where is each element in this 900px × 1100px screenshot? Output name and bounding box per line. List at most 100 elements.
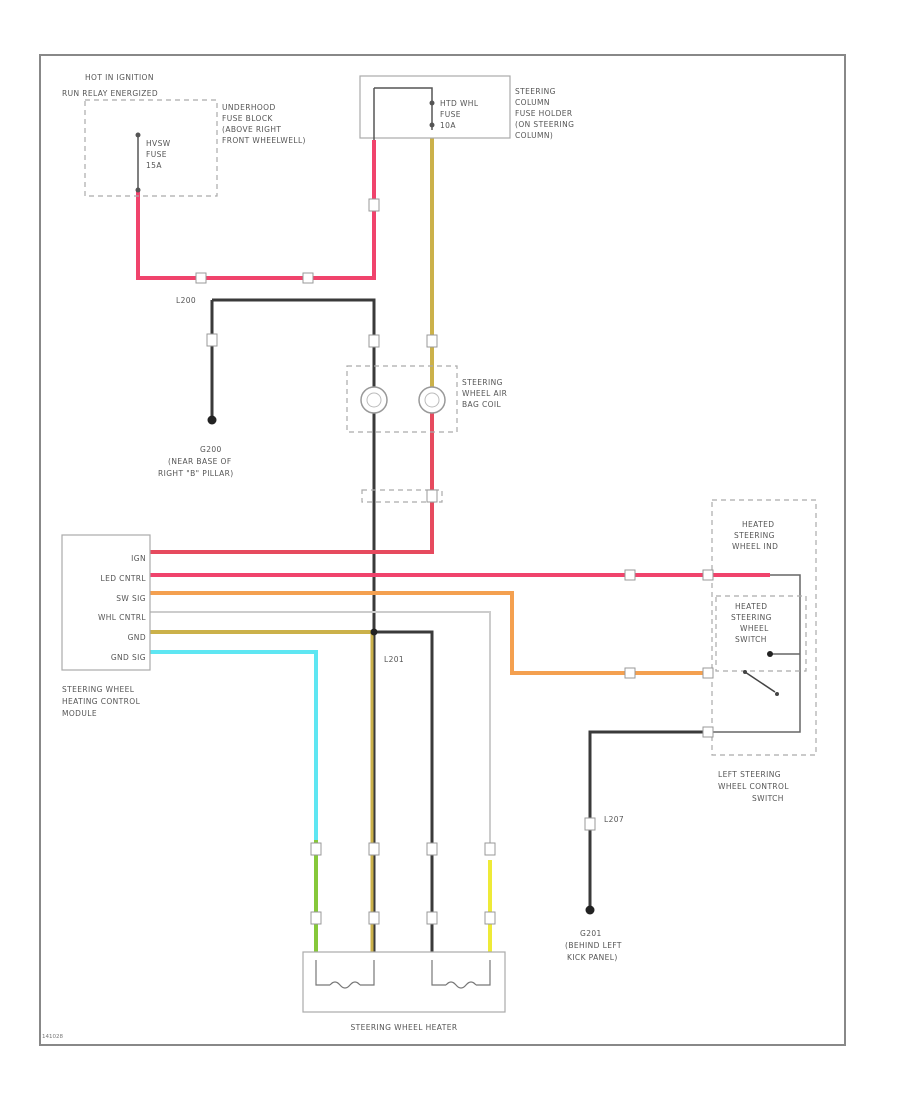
splice-l201-label: L201 [384, 655, 404, 664]
hvsw-fuse-label-1: HVSW [146, 139, 171, 148]
left-switch-label-3: SWITCH [752, 794, 784, 803]
air-bag-coil-label-3: BAG COIL [462, 400, 501, 409]
connector-marker [426, 489, 438, 503]
hvsw-fuse-top-terminal [135, 132, 141, 138]
left-switch-label-1: LEFT STEERING [718, 770, 781, 779]
connector-marker [624, 569, 636, 581]
fuse-holder-bus-line [374, 87, 433, 95]
led-label-1: HEATED [742, 520, 774, 529]
steering-column-label-2: COLUMN [515, 98, 550, 107]
heater-element-left-lead [315, 960, 330, 986]
diagram-id-label: 141028 [42, 1034, 63, 1040]
connector-marker [310, 911, 322, 925]
underhood-fuse-block-box [84, 99, 218, 197]
connector-marker [624, 667, 636, 679]
connector-marker [368, 334, 380, 348]
ground-g201-icon [585, 905, 595, 915]
connector-marker [484, 842, 496, 856]
connector-marker [368, 911, 380, 925]
connector-marker [702, 569, 714, 581]
heater-element-right-icon [445, 981, 477, 989]
g200-label-1: G200 [200, 445, 222, 454]
connector-marker [702, 726, 714, 738]
module-name-3: MODULE [62, 709, 97, 718]
connector-marker [368, 198, 380, 212]
left-switch-label-2: WHEEL CONTROL [718, 782, 789, 791]
heater-element-left-return [360, 960, 375, 986]
diagram-frame [39, 54, 846, 1046]
switch-label-4: SWITCH [735, 635, 767, 644]
wire-black-g201 [588, 730, 708, 910]
switch-pivot-icon [743, 670, 747, 674]
module-pin-whl-cntrl: WHL CNTRL [98, 613, 146, 622]
steering-column-label-5: COLUMN) [515, 131, 553, 140]
connector-marker [195, 272, 207, 284]
coil-left-icon [360, 386, 388, 414]
connector-marker [310, 842, 322, 856]
wire-ltblue-gndsig [150, 650, 318, 840]
module-pin-ign: IGN [131, 554, 146, 563]
relay-energized-label: RUN RELAY ENERGIZED [62, 89, 158, 98]
module-pin-led-cntrl: LED CNTRL [101, 574, 147, 583]
switch-label-3: WHEEL [740, 624, 769, 633]
connector-marker [484, 911, 496, 925]
wire-black-right [374, 630, 434, 960]
connector-marker [426, 911, 438, 925]
steering-column-label-1: STEERING [515, 87, 556, 96]
led-label-2: STEERING [734, 531, 775, 540]
steering-wheel-heater-label: STEERING WHEEL HEATER [350, 1023, 457, 1032]
splice-l200-label: L200 [176, 296, 196, 305]
htd-whl-fuse-top-terminal [429, 100, 435, 106]
heater-element-left-icon [329, 981, 361, 989]
g201-label-1: G201 [580, 929, 602, 938]
heater-element-right-lead [431, 960, 446, 986]
connector-marker [368, 842, 380, 856]
hvsw-fuse-label-2: FUSE [146, 150, 167, 159]
coil-right-inner-icon [424, 392, 440, 408]
heated-switch-inner-box [715, 595, 807, 672]
splice-l201-dot [370, 628, 378, 636]
connector-marker [206, 333, 218, 347]
air-bag-coil-label-2: WHEEL AIR [462, 389, 507, 398]
coil-left-inner-icon [366, 392, 382, 408]
wire-black-top [212, 298, 376, 395]
switch-splice-dot [767, 651, 773, 657]
switch-label-2: STEERING [731, 613, 772, 622]
module-pin-sw-sig: SW SIG [116, 594, 146, 603]
hot-in-ignition-label: HOT IN IGNITION [85, 73, 154, 82]
led-label-3: WHEEL IND [732, 542, 778, 551]
connector-marker [426, 842, 438, 856]
switch-label-1: HEATED [735, 602, 767, 611]
switch-contact-icon [744, 671, 776, 693]
htd-whl-fuse-label-1: HTD WHL [440, 99, 479, 108]
steering-column-label-4: (ON STEERING [515, 120, 574, 129]
htd-whl-fuse-bottom-terminal [429, 122, 435, 128]
g201-label-2: (BEHIND LEFT [565, 941, 622, 950]
ground-g200-icon [207, 415, 217, 425]
underhood-fuse-block-label-4: FRONT WHEELWELL) [222, 136, 306, 145]
splice-l207-label: L207 [604, 815, 624, 824]
module-name-2: HEATING CONTROL [62, 697, 141, 706]
coil-right-icon [418, 386, 446, 414]
air-bag-coil-label-1: STEERING [462, 378, 503, 387]
connector-marker [302, 272, 314, 284]
g200-label-3: RIGHT "B" PILLAR) [158, 469, 234, 478]
heater-element-right-return [476, 960, 491, 986]
wire-hvsw-pink [136, 140, 376, 280]
connector-dash-box [361, 489, 443, 503]
module-pin-gnd: GND [128, 633, 146, 642]
connector-marker [702, 667, 714, 679]
underhood-fuse-block-label-3: (ABOVE RIGHT [222, 125, 281, 134]
steering-column-fuse-holder-box [359, 75, 511, 139]
g201-label-3: KICK PANEL) [567, 953, 618, 962]
module-pin-gnd-sig: GND SIG [111, 653, 146, 662]
wire-orange-swsig [150, 591, 708, 675]
module-name-1: STEERING WHEEL [62, 685, 135, 694]
hvsw-fuse-bottom-terminal [135, 187, 141, 193]
connector-marker [584, 817, 596, 831]
wire-white-whlcntrl [150, 611, 491, 850]
hvsw-fuse-label-3: 15A [146, 161, 162, 170]
wire-red-ign [150, 410, 434, 554]
heating-control-module-box [61, 534, 151, 671]
air-bag-coil-box [346, 365, 458, 433]
